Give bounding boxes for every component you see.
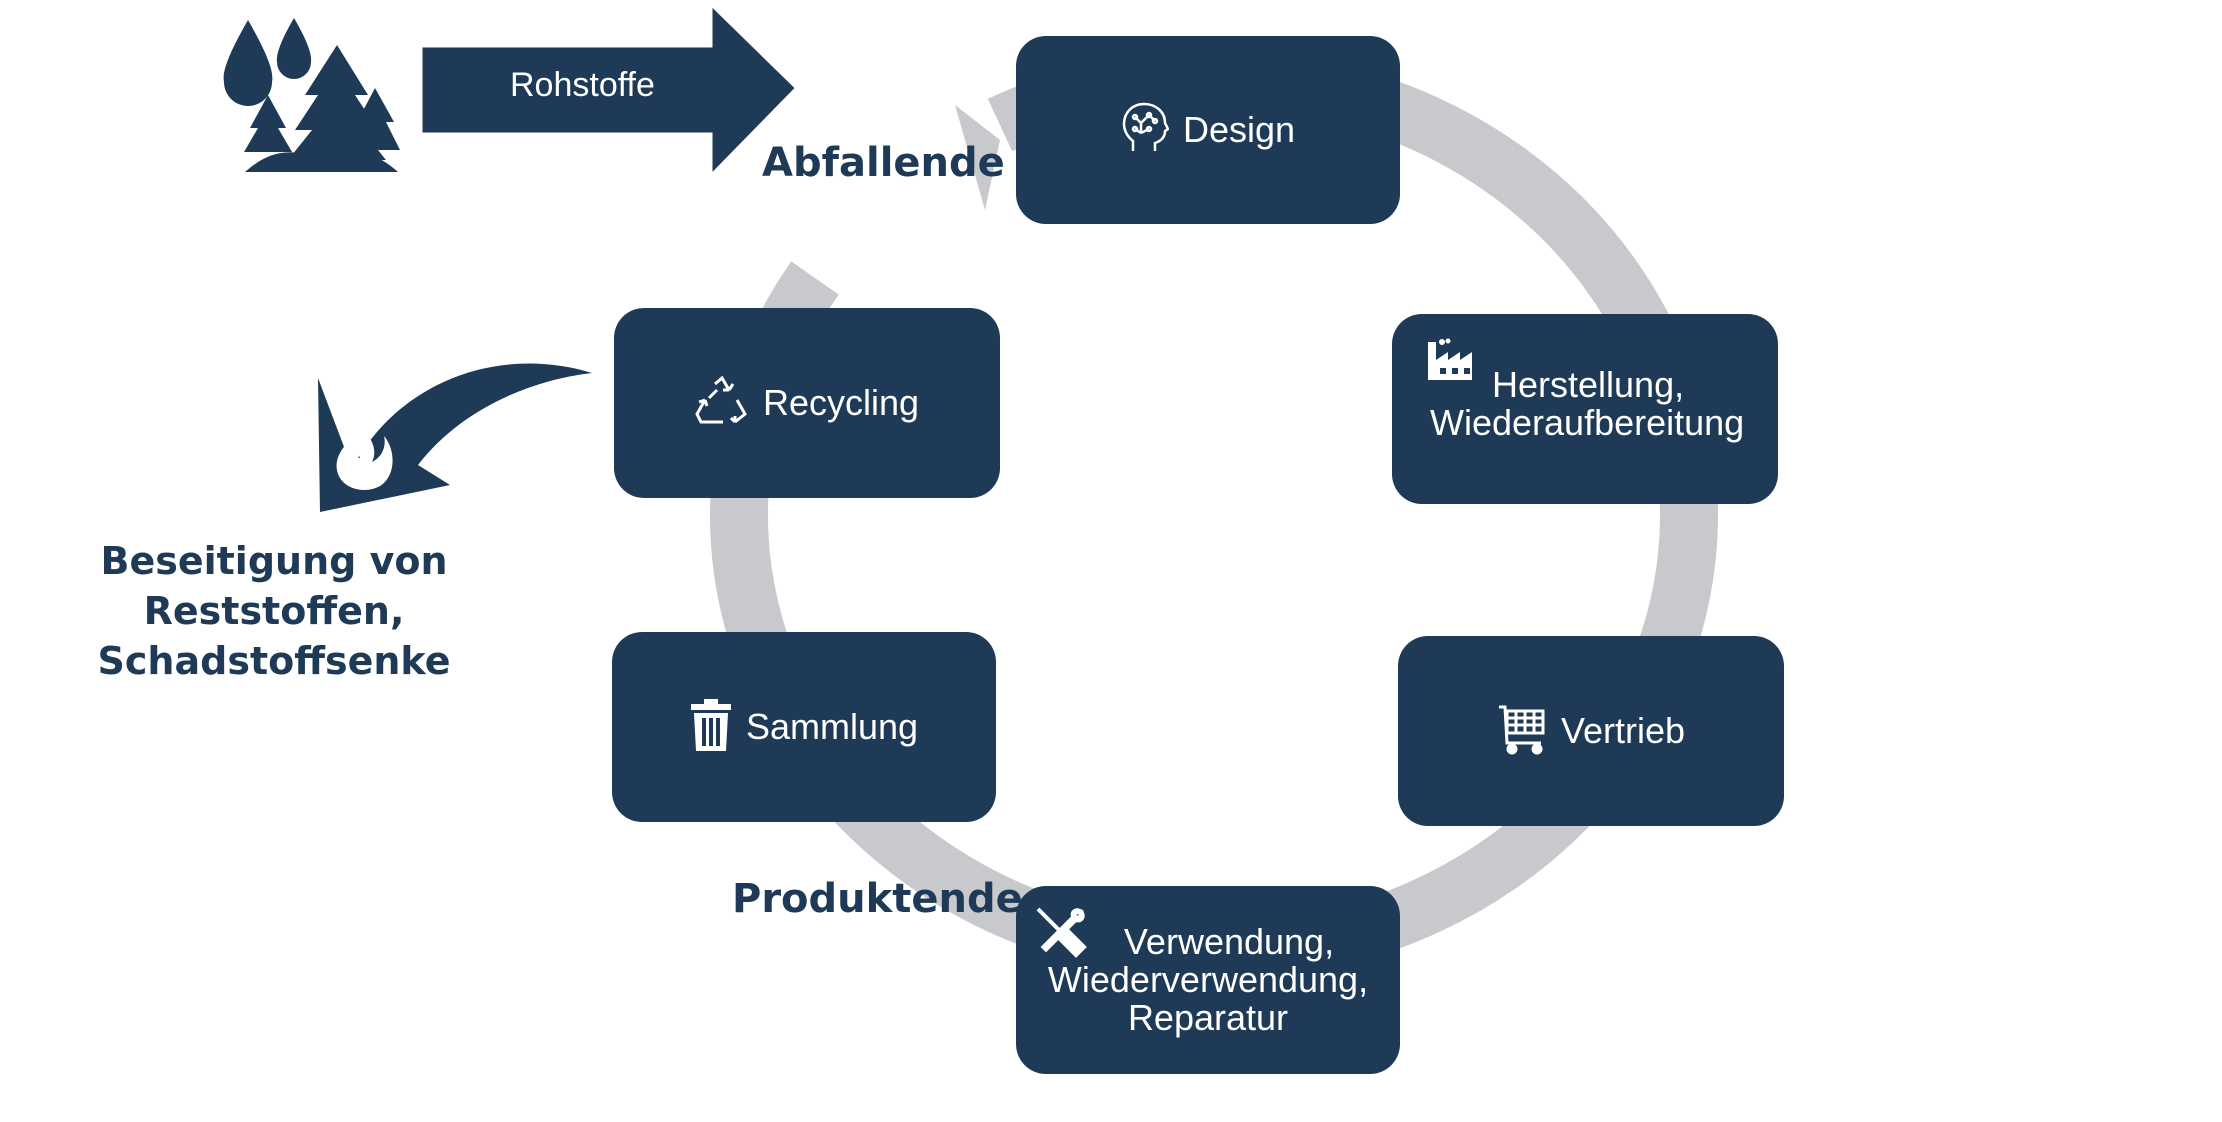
fire-icon xyxy=(336,422,393,490)
node-vertrieb-label: Vertrieb xyxy=(1560,710,1686,751)
node-herstellung[interactable]: Herstellung, Wiederaufbereitung xyxy=(1392,314,1778,504)
node-sammlung-label: Sammlung xyxy=(745,706,919,747)
node-recycling[interactable]: Recycling xyxy=(614,308,1000,498)
rohstoffe-label: Rohstoffe xyxy=(510,66,655,104)
trash-bin-icon xyxy=(690,698,732,756)
water-and-forest-icon xyxy=(223,18,400,172)
rohstoffe-arrow xyxy=(417,0,802,185)
beseitigung-label-line1: Beseitigung von Reststoffen, xyxy=(100,539,448,633)
factory-icon xyxy=(1426,338,1478,387)
node-verwendung-line3: Reparatur xyxy=(1127,997,1289,1038)
node-design-label: Design xyxy=(1182,109,1296,150)
beseitigung-label-line2: Schadstoffsenke xyxy=(97,639,451,683)
node-design[interactable]: Design xyxy=(1016,36,1400,224)
node-vertrieb[interactable]: Vertrieb xyxy=(1398,636,1784,826)
node-herstellung-line1: Herstellung, xyxy=(1492,364,1685,405)
abfallende-label: Abfallende xyxy=(762,140,1005,186)
brain-head-icon xyxy=(1121,101,1170,160)
node-verwendung-line2: Wiederverwendung, xyxy=(1047,959,1369,1000)
node-herstellung-line2: Wiederaufbereitung xyxy=(1430,402,1745,443)
beseitigung-label: Beseitigung von Reststoffen, Schadstoffs… xyxy=(0,536,548,686)
node-verwendung-line1: Verwendung, xyxy=(1123,921,1335,962)
shopping-cart-icon xyxy=(1497,703,1547,760)
cycle-arrowhead xyxy=(955,105,1000,210)
tools-icon xyxy=(1034,905,1088,964)
node-sammlung[interactable]: Sammlung xyxy=(612,632,996,822)
produktende-label: Produktende xyxy=(732,876,1023,922)
recycle-icon xyxy=(695,375,749,431)
node-recycling-label: Recycling xyxy=(762,382,920,423)
node-verwendung[interactable]: Verwendung, Wiederverwendung, Reparatur xyxy=(1016,886,1400,1074)
